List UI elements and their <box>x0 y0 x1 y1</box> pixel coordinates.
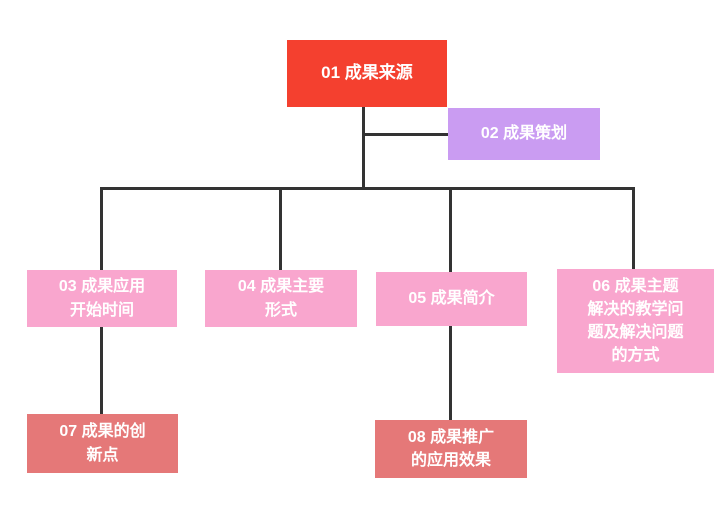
connector-01-to-02 <box>362 133 450 136</box>
node-04-main-form[interactable]: 04 成果主要 形式 <box>205 270 357 327</box>
node-07-innovation-points[interactable]: 07 成果的创 新点 <box>27 414 178 473</box>
connector-main-horizontal <box>100 187 635 190</box>
connector-root-trunk <box>362 105 365 190</box>
connector-05-to-08 <box>449 324 452 422</box>
connector-drop-to-04 <box>279 187 282 272</box>
node-02-result-planning[interactable]: 02 成果策划 <box>448 108 600 160</box>
connector-drop-to-05 <box>449 187 452 274</box>
node-08-promotion-effect[interactable]: 08 成果推广 的应用效果 <box>375 420 527 478</box>
connector-drop-to-03 <box>100 187 103 272</box>
node-01-result-source[interactable]: 01 成果来源 <box>287 40 447 107</box>
node-05-result-intro[interactable]: 05 成果简介 <box>376 272 527 326</box>
node-03-application-start-time[interactable]: 03 成果应用 开始时间 <box>27 270 177 327</box>
connector-drop-to-06 <box>632 187 635 271</box>
connector-03-to-07 <box>100 325 103 416</box>
node-06-theme-problems-solutions[interactable]: 06 成果主题 解决的教学问 题及解决问题 的方式 <box>557 269 714 373</box>
